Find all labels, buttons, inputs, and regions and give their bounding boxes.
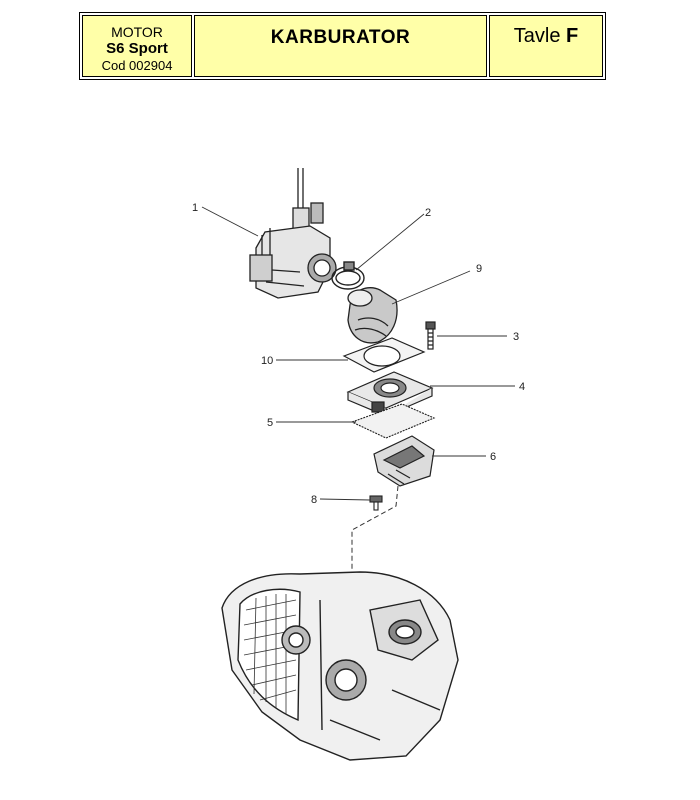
bolt-part xyxy=(425,321,436,350)
callout-9: 9 xyxy=(476,263,482,275)
engine-info-cell: MOTOR S6 Sport Cod 002904 xyxy=(82,15,192,77)
header-table: MOTOR S6 Sport Cod 002904 KARBURATOR Tav… xyxy=(79,12,606,80)
callout-4: 4 xyxy=(519,381,525,393)
screw-part xyxy=(369,495,383,511)
title-cell: KARBURATOR xyxy=(194,15,487,77)
callout-2: 2 xyxy=(425,207,431,219)
plate-cell: Tavle F xyxy=(489,15,603,77)
intake-elbow-part xyxy=(347,287,398,344)
crankcase-part xyxy=(221,571,459,761)
assembly-line xyxy=(351,485,399,590)
leader-lines xyxy=(201,206,515,501)
engine-model: S6 Sport xyxy=(106,40,168,57)
carburetor-part xyxy=(249,168,337,299)
flange-plate-part xyxy=(346,371,434,417)
callout-5: 5 xyxy=(267,417,273,429)
hose-clamp-part xyxy=(331,261,365,290)
callout-3: 3 xyxy=(513,331,519,343)
callout-8: 8 xyxy=(311,494,317,506)
plate-id: Tavle F xyxy=(490,25,602,48)
callout-10: 10 xyxy=(261,355,273,367)
plate-letter: F xyxy=(566,25,579,47)
gasket-part xyxy=(342,337,426,373)
callout-6: 6 xyxy=(490,451,496,463)
crankcase-grid xyxy=(243,594,297,714)
engine-label: MOTOR xyxy=(111,24,163,40)
callout-1: 1 xyxy=(192,202,198,214)
reed-valve-part xyxy=(373,435,435,487)
reed-gasket-part xyxy=(350,403,436,439)
plate-label: Tavle xyxy=(513,25,561,47)
engine-code: Cod 002904 xyxy=(101,58,173,73)
page-title: KARBURATOR xyxy=(270,27,411,48)
